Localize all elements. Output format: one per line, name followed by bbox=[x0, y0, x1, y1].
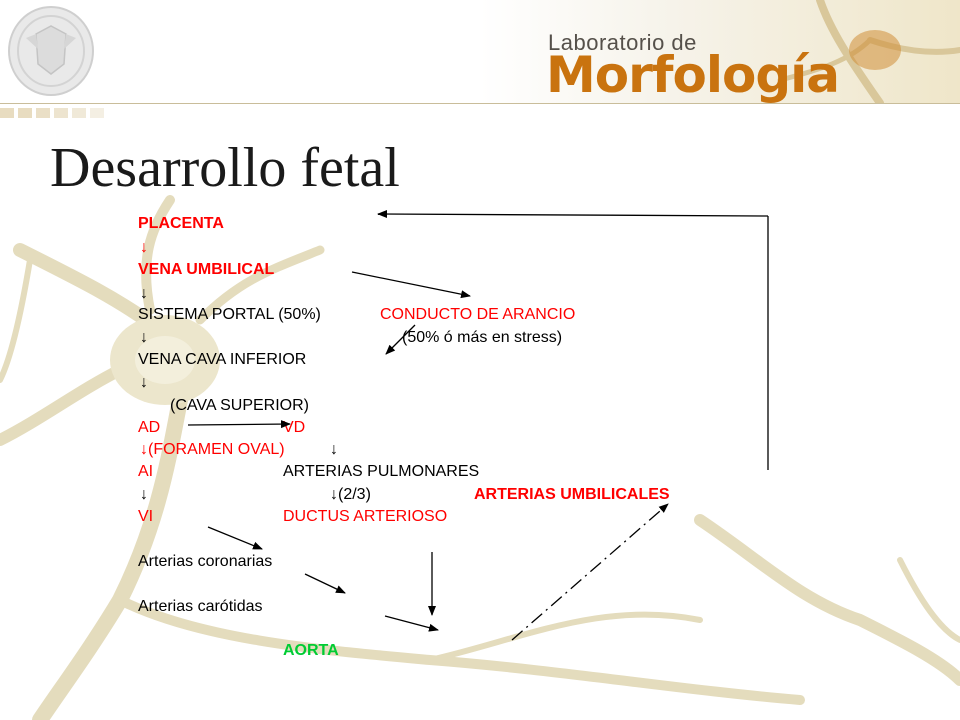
aorta-label: AORTA bbox=[283, 642, 339, 659]
vena-cava-inferior-label: VENA CAVA INFERIOR bbox=[138, 351, 307, 368]
lab-title-line2: Morfología bbox=[546, 46, 840, 104]
placenta-label: PLACENTA bbox=[138, 215, 224, 232]
university-crest-icon bbox=[8, 6, 94, 96]
two-thirds-label: ↓(2/3) bbox=[330, 486, 371, 503]
arterias-carotidas-label: Arterias carótidas bbox=[138, 598, 263, 615]
foramen-oval-label: ↓(FORAMEN OVAL) bbox=[140, 441, 285, 458]
conducto-arancio-label: CONDUCTO DE ARANCIO bbox=[380, 306, 576, 323]
ai-label: AI bbox=[138, 463, 154, 480]
sistema-portal-label: SISTEMA PORTAL (50%) bbox=[138, 306, 321, 323]
slide-title: Desarrollo fetal bbox=[50, 137, 400, 199]
cava-superior-label: (CAVA SUPERIOR) bbox=[170, 397, 309, 414]
arterias-coronarias-label: Arterias coronarias bbox=[138, 553, 273, 570]
arrow-down-2: ↓ bbox=[140, 285, 148, 302]
arrow-down-6: ↓ bbox=[140, 486, 148, 503]
header-neuron-art bbox=[777, 0, 960, 107]
vi-label: VI bbox=[138, 508, 154, 525]
ductus-arterioso-label: DUCTUS ARTERIOSO bbox=[283, 508, 448, 525]
lab-title-line1: Laboratorio de bbox=[548, 30, 697, 55]
arrow-down-5: ↓ bbox=[330, 441, 338, 458]
decorative-squares bbox=[0, 108, 104, 118]
arrow-down-4: ↓ bbox=[140, 374, 148, 391]
arterias-umbilicales-label: ARTERIAS UMBILICALES bbox=[474, 486, 670, 503]
vena-umbilical-label: VENA UMBILICAL bbox=[138, 261, 275, 278]
arrow-down-3: ↓ bbox=[140, 329, 148, 346]
arrow-down-1: ↓ bbox=[140, 239, 148, 256]
stress-note: (50% ó más en stress) bbox=[402, 329, 563, 346]
header-band bbox=[480, 0, 960, 107]
vd-label: VD bbox=[283, 419, 306, 436]
ad-label: AD bbox=[138, 419, 161, 436]
header-divider bbox=[0, 103, 960, 104]
arterias-pulmonares-label: ARTERIAS PULMONARES bbox=[283, 463, 480, 480]
